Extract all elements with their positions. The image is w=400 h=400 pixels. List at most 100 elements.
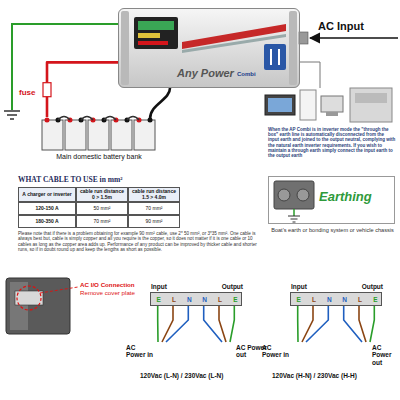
- earth-symbol: [7, 114, 17, 116]
- earthing-title: Earthing: [319, 190, 395, 205]
- note-text: Please note that if there is a problem o…: [18, 231, 263, 252]
- table-cell: A charger or inverter: [18, 187, 76, 202]
- terminal-letter: N: [322, 296, 337, 303]
- positive-cable: [47, 62, 118, 117]
- ac-wires: [158, 306, 235, 342]
- table-cell: 120-150 A: [18, 202, 76, 215]
- end-cap: [289, 11, 297, 85]
- power-label: AC Power in: [262, 344, 292, 359]
- battery-link: [58, 117, 139, 121]
- io-cover-plate: [15, 291, 43, 305]
- end-cap: [121, 11, 129, 85]
- inverter-charger: Any PowerCombi: [118, 8, 300, 88]
- terminal-letter: L: [166, 296, 181, 303]
- television-screen: [268, 98, 292, 112]
- brand-name: Any Power: [177, 67, 237, 80]
- appliances-illustration: [265, 88, 392, 122]
- television: [265, 95, 295, 115]
- inverter-body: [118, 8, 300, 88]
- neutral-wire: [166, 306, 188, 342]
- earth-wire: [12, 24, 118, 110]
- earth-symbol: [4, 110, 20, 112]
- inverter-body: [6, 278, 70, 334]
- battery-caption: Main domestic battery bank: [40, 153, 158, 161]
- inverter-side: [10, 282, 28, 330]
- terminal-group-label: Input: [291, 283, 331, 290]
- callout-text: AC I/O Connection: [80, 281, 160, 288]
- live-wire: [359, 306, 366, 342]
- earth-symbol: [293, 222, 296, 223]
- table-cell: cable run distance 0 > 1.5m: [76, 187, 128, 202]
- terminal-strip: InputOutputELNNLE: [290, 292, 382, 306]
- fan-grille: [278, 189, 290, 201]
- earth-symbol: [10, 118, 14, 120]
- fuse-symbol: [43, 83, 51, 97]
- terminal-group-label: Output: [343, 283, 383, 290]
- terminal-group-label: Input: [151, 283, 191, 290]
- earth-wire: [293, 209, 295, 216]
- logo-mark: [270, 49, 272, 65]
- terminal-group-label: Output: [203, 283, 243, 290]
- terminal-letter: L: [212, 296, 227, 303]
- table-cell: 90 mm²: [128, 215, 180, 228]
- display-bar: [138, 21, 174, 30]
- ac-wires: [298, 306, 375, 342]
- display-bar: [138, 41, 168, 45]
- battery: [111, 120, 132, 150]
- ac-output-line: [300, 62, 320, 88]
- earth-symbol: [288, 216, 300, 217]
- callout-text: Remove cover plate: [80, 289, 160, 296]
- ac-input-arrow: [310, 37, 398, 39]
- earthing-caption: Boat's earth or bonding system or vehicl…: [269, 227, 396, 233]
- earth-wire: [157, 306, 159, 342]
- table-cell: 70 mm²: [76, 215, 128, 228]
- logo-badge: [264, 44, 286, 70]
- power-label: AC Power in: [126, 344, 156, 359]
- table-cell: cable run distance 1.5 > 4.0m: [128, 187, 180, 202]
- voltage-label: 120Vac (L-N) / 230Vac (L-N): [140, 372, 262, 379]
- fridge: [300, 90, 316, 120]
- computer: [321, 96, 343, 112]
- live-wire: [219, 306, 226, 342]
- appliance-panel: [355, 93, 387, 103]
- table-cell: 180-350 A: [18, 215, 76, 228]
- display-bar: [138, 33, 160, 38]
- earth-wire: [370, 306, 374, 342]
- earth-symbol: [291, 219, 298, 220]
- callout-leader: [40, 287, 78, 293]
- inverter-picture: [274, 181, 314, 209]
- earth-wire: [4, 24, 118, 119]
- inverter-illustration: [118, 8, 300, 88]
- display-panel: [134, 17, 178, 49]
- battery-bank: Main domestic battery bank: [40, 117, 158, 151]
- battery: [65, 120, 86, 150]
- negative-cable: [150, 88, 170, 119]
- table-cell: 50 mm²: [76, 202, 128, 215]
- terminal-letter: E: [291, 296, 306, 303]
- battery: [42, 120, 63, 150]
- table-cell: 70 mm²: [128, 202, 180, 215]
- inverter-io-illustration: [6, 278, 78, 334]
- battery-bank-illustration: [42, 88, 170, 150]
- ac-input-arrow: [299, 32, 398, 44]
- earthing-illustration: [274, 181, 314, 222]
- voltage-label: 120Vac (H-N) / 230Vac (H-H): [272, 372, 398, 379]
- battery: [88, 120, 109, 150]
- terminal-letter: E: [228, 296, 243, 303]
- terminal-letter: L: [352, 296, 367, 303]
- model-name: Combi: [237, 71, 267, 78]
- callout-circle: [17, 286, 41, 310]
- battery: [134, 120, 155, 150]
- terminal-letter: E: [368, 296, 383, 303]
- power-label: AC Power out: [372, 344, 400, 366]
- earth-wire: [297, 306, 299, 342]
- positive-terminal: [45, 118, 50, 123]
- fuse-label: fuse: [19, 88, 35, 97]
- input-label: AC Input: [318, 20, 398, 33]
- fan-grille: [297, 189, 309, 201]
- logo-mark: [278, 49, 280, 65]
- appliance-unit: [350, 88, 392, 122]
- ac-plug: [299, 32, 308, 44]
- terminal-letter: E: [151, 296, 166, 303]
